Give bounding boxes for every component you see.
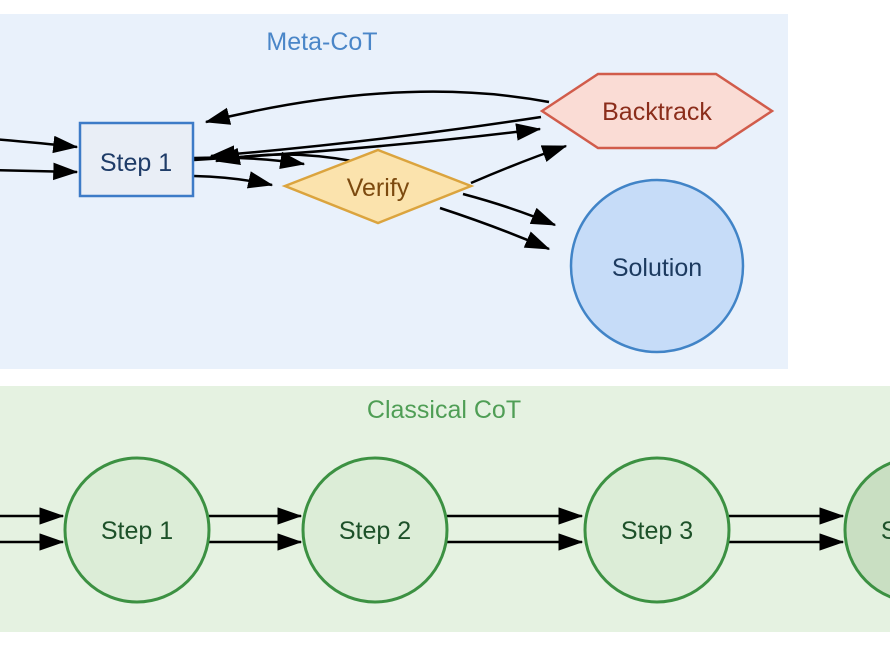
edge-verify-backtrack (470, 144, 568, 185)
classical-cot-title: Classical CoT (367, 396, 521, 424)
node-verify-label: Verify (347, 174, 410, 202)
node-solution-circle (569, 178, 745, 354)
edge-verify-step1 (214, 147, 353, 166)
node-cstep2-label: Step 2 (339, 517, 411, 545)
edge-verify-solution-a (462, 192, 557, 227)
node-verify-diamond (281, 148, 475, 225)
node-step1-rect (78, 121, 195, 198)
edge-step1-verify-a (193, 151, 306, 170)
edge-input-step1-b (0, 162, 79, 181)
edge-verify-solution-b (439, 206, 551, 251)
meta-edges (0, 90, 568, 251)
edge-step1-verify-b (193, 171, 274, 189)
edge-input-step1-a (0, 135, 79, 154)
edge-backtrack-step1-a (204, 90, 550, 125)
node-cstep1-circle (63, 456, 211, 604)
meta-cot-title: Meta-CoT (266, 28, 377, 56)
classical-edges (0, 507, 845, 551)
node-cstep4-label: Step 4 (881, 517, 890, 545)
node-step1-label: Step 1 (100, 149, 172, 177)
node-backtrack-hexagon (539, 72, 775, 150)
node-cstep4-circle (843, 461, 890, 599)
node-cstep3-circle (583, 456, 731, 604)
node-backtrack-label: Backtrack (602, 98, 712, 126)
edge-backtrack-step1-b (209, 115, 542, 163)
node-solution-label: Solution (612, 254, 702, 282)
node-cstep2-circle (301, 456, 449, 604)
node-cstep3-label: Step 3 (621, 517, 693, 545)
node-cstep1-label: Step 1 (101, 517, 173, 545)
